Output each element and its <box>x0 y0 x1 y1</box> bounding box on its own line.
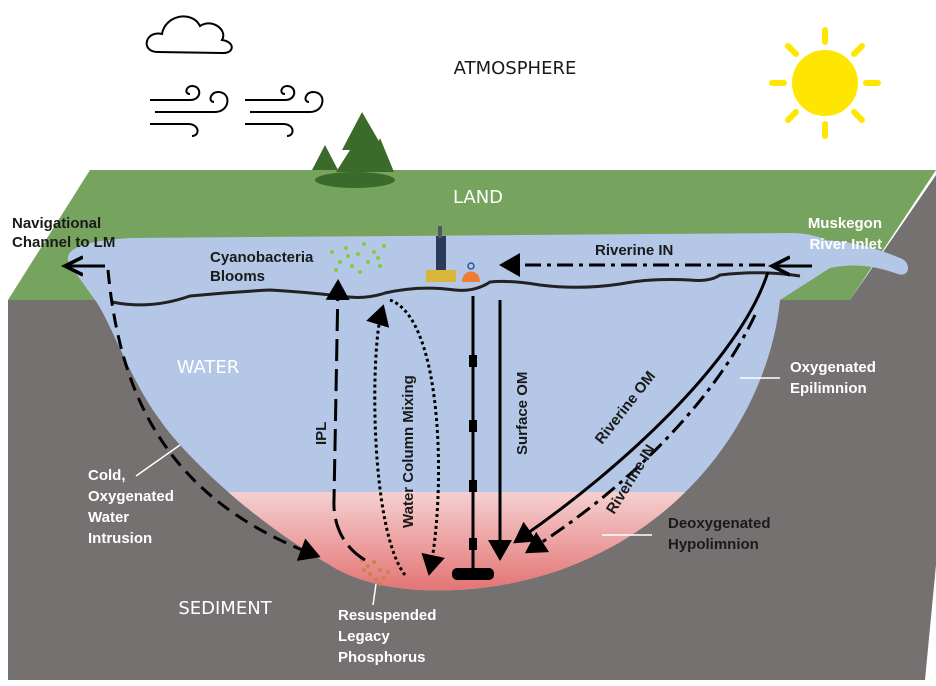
riverine-in-diag-arrow <box>524 314 757 554</box>
riverine-in-top-label: Riverine IN <box>595 242 673 259</box>
surface-om-label: Surface OM <box>514 372 531 455</box>
mixing-arrow <box>366 304 407 576</box>
ipl-label: IPL <box>313 422 330 445</box>
intrusion-leader <box>135 444 181 477</box>
sensor-icon <box>462 262 480 282</box>
sediment-label: SEDIMENT <box>178 598 272 619</box>
trees-icon <box>312 112 395 188</box>
ipl-arrow <box>325 279 366 562</box>
mixing-label: Water Column Mixing <box>400 375 417 528</box>
sun-icon <box>769 27 881 139</box>
land-label: LAND <box>453 187 503 208</box>
water-label: WATER <box>177 357 240 378</box>
mooring-line <box>452 296 494 580</box>
phosphorus-leader <box>372 583 377 606</box>
cloud-icon <box>145 15 233 55</box>
atmosphere-label: ATMOSPHERE <box>454 58 577 79</box>
intrusion-arrow <box>106 269 321 561</box>
cyanobacteria-icon <box>330 242 386 274</box>
water-surface-line <box>111 271 801 307</box>
mixing-arrow-down <box>389 298 445 576</box>
river-inlet-water <box>800 239 909 275</box>
wind-icon <box>150 84 324 137</box>
riverine-om-arrow <box>513 271 770 544</box>
buoy-icon <box>426 226 456 282</box>
